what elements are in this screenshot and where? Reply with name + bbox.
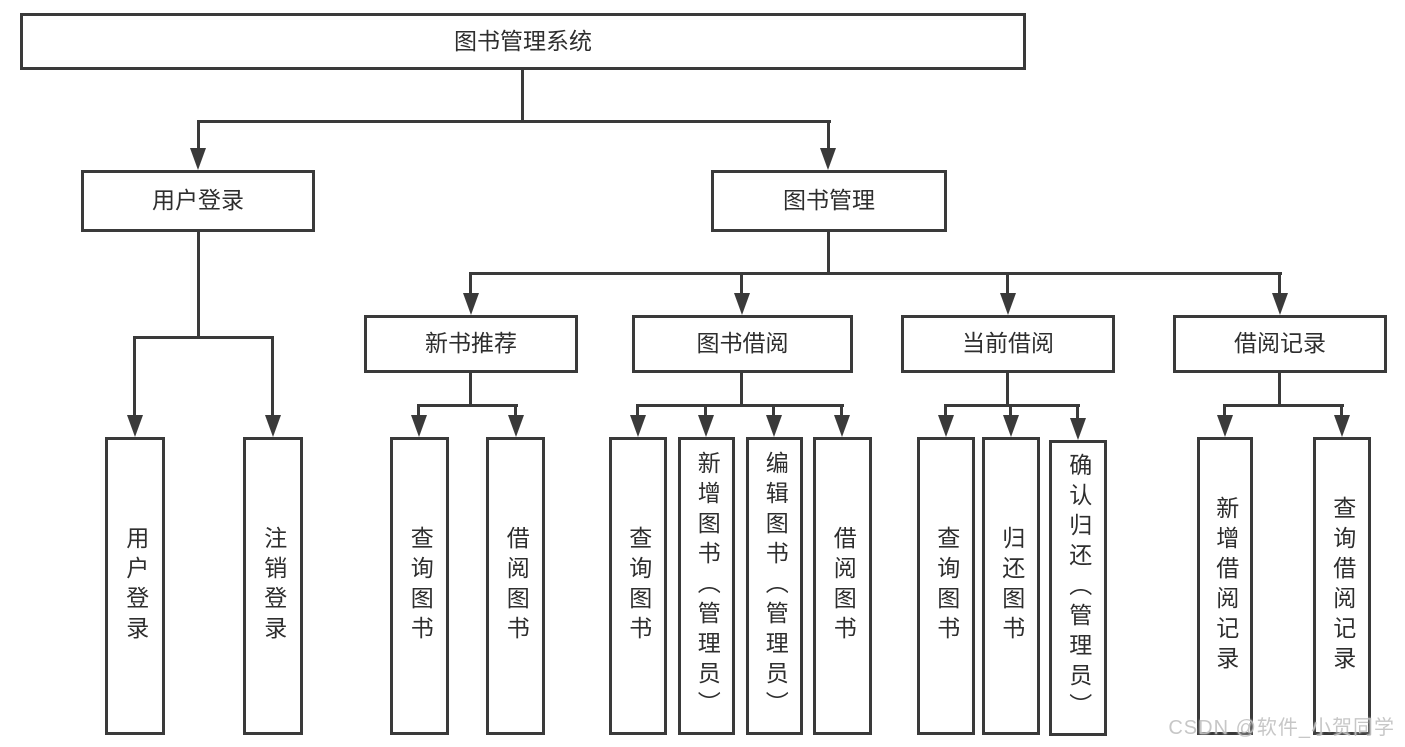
node-current-borrowing: 当前借阅	[901, 315, 1115, 373]
connector-currentborrow-bus	[944, 404, 1080, 407]
connector-drop	[514, 404, 517, 415]
leaf-borrow-books-recommend: 借阅图书	[486, 437, 545, 735]
leaf-return-books: 归还图书	[982, 437, 1040, 735]
leaf-borrow-books: 借阅图书	[813, 437, 872, 735]
node-borrowing-records: 借阅记录	[1173, 315, 1387, 373]
leaf-confirm-return-admin: 确认归还（管理员）	[1049, 440, 1107, 736]
node-book-management: 图书管理	[711, 170, 947, 232]
leaf-query-borrow-record: 查询借阅记录	[1313, 437, 1371, 735]
connector-drop-newbook	[469, 272, 472, 293]
arrow-down-icon	[698, 415, 714, 437]
node-library-management-system: 图书管理系统	[20, 13, 1026, 70]
arrow-down-icon	[1003, 415, 1019, 437]
node-user-login: 用户登录	[81, 170, 315, 232]
connector-drop-logout	[271, 336, 274, 415]
connector-newbook-bus	[417, 404, 518, 407]
connector-bookmgmt-stem	[827, 232, 830, 272]
node-new-book-recommend: 新书推荐	[364, 315, 578, 373]
connector-newbook-stem	[469, 373, 472, 404]
arrow-down-icon	[1000, 293, 1016, 315]
connector-drop-user-login	[197, 120, 200, 148]
leaf-add-books-admin: 新增图书（管理员）	[678, 437, 735, 735]
connector-bookmgmt-bus	[469, 272, 1282, 275]
leaf-query-books-recommend: 查询图书	[390, 437, 449, 735]
connector-root-bus	[197, 120, 831, 123]
connector-drop	[1223, 404, 1226, 415]
connector-root-stem	[521, 70, 524, 120]
arrow-down-icon	[1334, 415, 1350, 437]
arrow-down-icon	[938, 415, 954, 437]
connector-drop-bookborrow	[740, 272, 743, 293]
arrow-down-icon	[734, 293, 750, 315]
arrow-down-icon	[508, 415, 524, 437]
connector-drop-currentborrow	[1006, 272, 1009, 293]
arrow-down-icon	[820, 148, 836, 170]
connector-drop	[1076, 404, 1079, 418]
arrow-down-icon	[265, 415, 281, 437]
watermark: CSDN @软件_小贺同学	[1168, 717, 1395, 739]
connector-borrowrecord-bus	[1223, 404, 1344, 407]
connector-drop-book-mgmt	[827, 120, 830, 148]
leaf-query-books-borrowing: 查询图书	[609, 437, 667, 735]
connector-borrowrecord-stem	[1278, 373, 1281, 404]
connector-drop	[1340, 404, 1343, 415]
arrow-down-icon	[127, 415, 143, 437]
connector-bookborrow-stem	[740, 373, 743, 404]
connector-currentborrow-stem	[1006, 373, 1009, 404]
leaf-user-login: 用户登录	[105, 437, 165, 735]
connector-drop-borrowrecord	[1278, 272, 1281, 293]
arrow-down-icon	[630, 415, 646, 437]
leaf-query-books-current: 查询图书	[917, 437, 975, 735]
connector-drop	[944, 404, 947, 415]
connector-drop	[417, 404, 420, 415]
connector-drop-login	[133, 336, 136, 415]
connector-drop	[636, 404, 639, 415]
connector-userlogin-stem	[197, 232, 200, 336]
arrow-down-icon	[834, 415, 850, 437]
connector-drop	[1009, 404, 1012, 415]
arrow-down-icon	[1272, 293, 1288, 315]
node-book-borrowing: 图书借阅	[632, 315, 853, 373]
connector-drop	[772, 404, 775, 415]
arrow-down-icon	[766, 415, 782, 437]
arrow-down-icon	[411, 415, 427, 437]
arrow-down-icon	[463, 293, 479, 315]
leaf-logout: 注销登录	[243, 437, 303, 735]
connector-bookborrow-bus	[636, 404, 844, 407]
leaf-edit-books-admin: 编辑图书（管理员）	[746, 437, 803, 735]
leaf-add-borrow-record: 新增借阅记录	[1197, 437, 1253, 735]
arrow-down-icon	[190, 148, 206, 170]
connector-drop	[840, 404, 843, 415]
connector-userlogin-bus	[133, 336, 274, 339]
connector-drop	[704, 404, 707, 415]
arrow-down-icon	[1217, 415, 1233, 437]
arrow-down-icon	[1070, 418, 1086, 440]
